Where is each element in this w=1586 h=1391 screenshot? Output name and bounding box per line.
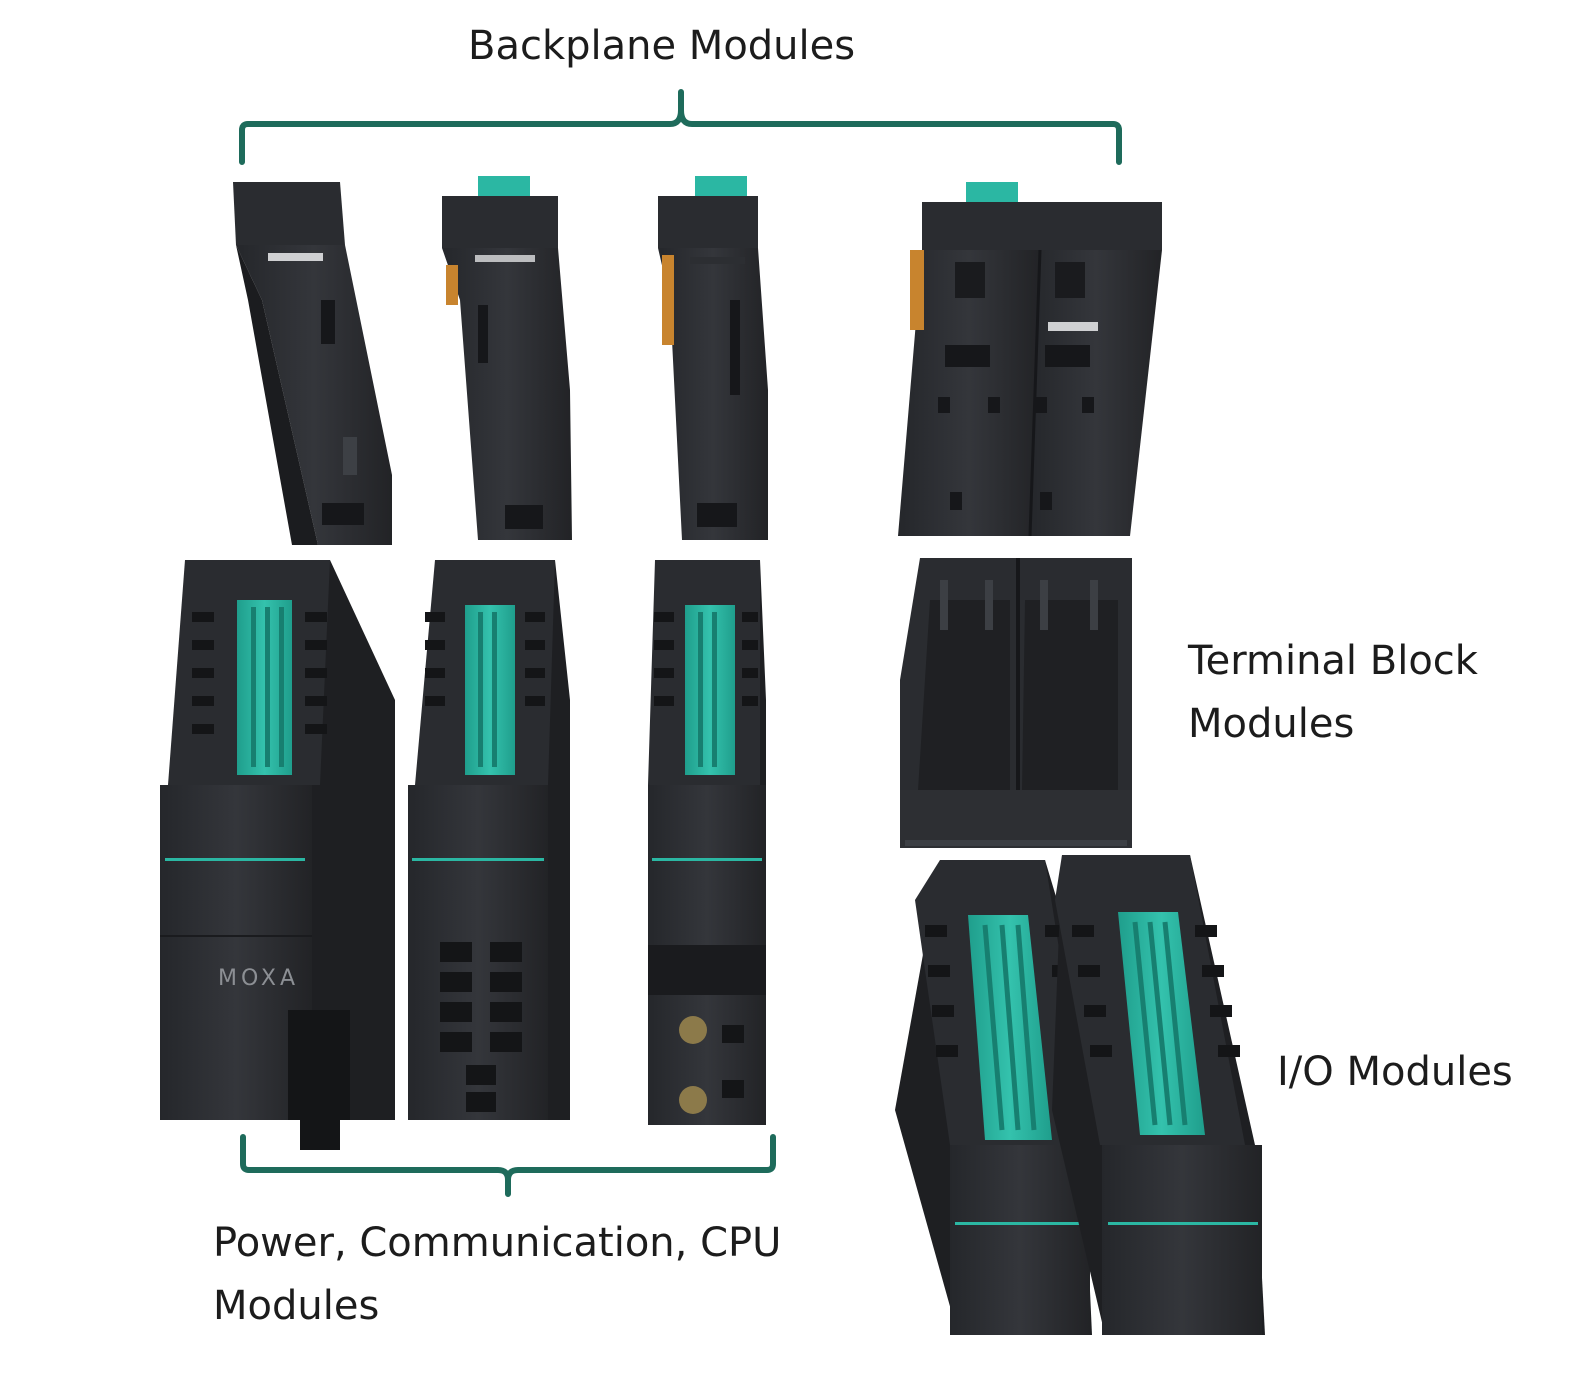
backplane-module-2: [442, 176, 572, 540]
backplane-bracket: [239, 89, 1122, 165]
io-modules-label: I/O Modules: [1277, 1049, 1513, 1095]
terminal-block-modules-label: Terminal Block Modules: [1188, 630, 1478, 756]
cpu-module: [648, 560, 766, 1125]
communication-module: [408, 560, 570, 1120]
backplane-module-1: [233, 182, 392, 545]
terminal-block-label-line1: Terminal Block: [1188, 638, 1478, 684]
backplane-modules-label: Backplane Modules: [468, 23, 856, 69]
power-module: MOXA: [160, 560, 395, 1150]
power-communication-cpu-modules-label: Power, Communication, CPU Modules: [213, 1212, 781, 1338]
io-module-right: [1052, 855, 1265, 1335]
backplane-module-3: [658, 176, 768, 540]
terminal-block-modules: [900, 558, 1132, 848]
power-label-line2: Modules: [213, 1283, 380, 1329]
terminal-block-label-line2: Modules: [1188, 701, 1355, 747]
backplane-module-4: [898, 182, 1162, 537]
io-module-left: [895, 860, 1092, 1335]
power-label-line1: Power, Communication, CPU: [213, 1220, 782, 1266]
moxa-brand-text: MOXA: [218, 966, 299, 991]
power-bracket: [240, 1134, 776, 1197]
